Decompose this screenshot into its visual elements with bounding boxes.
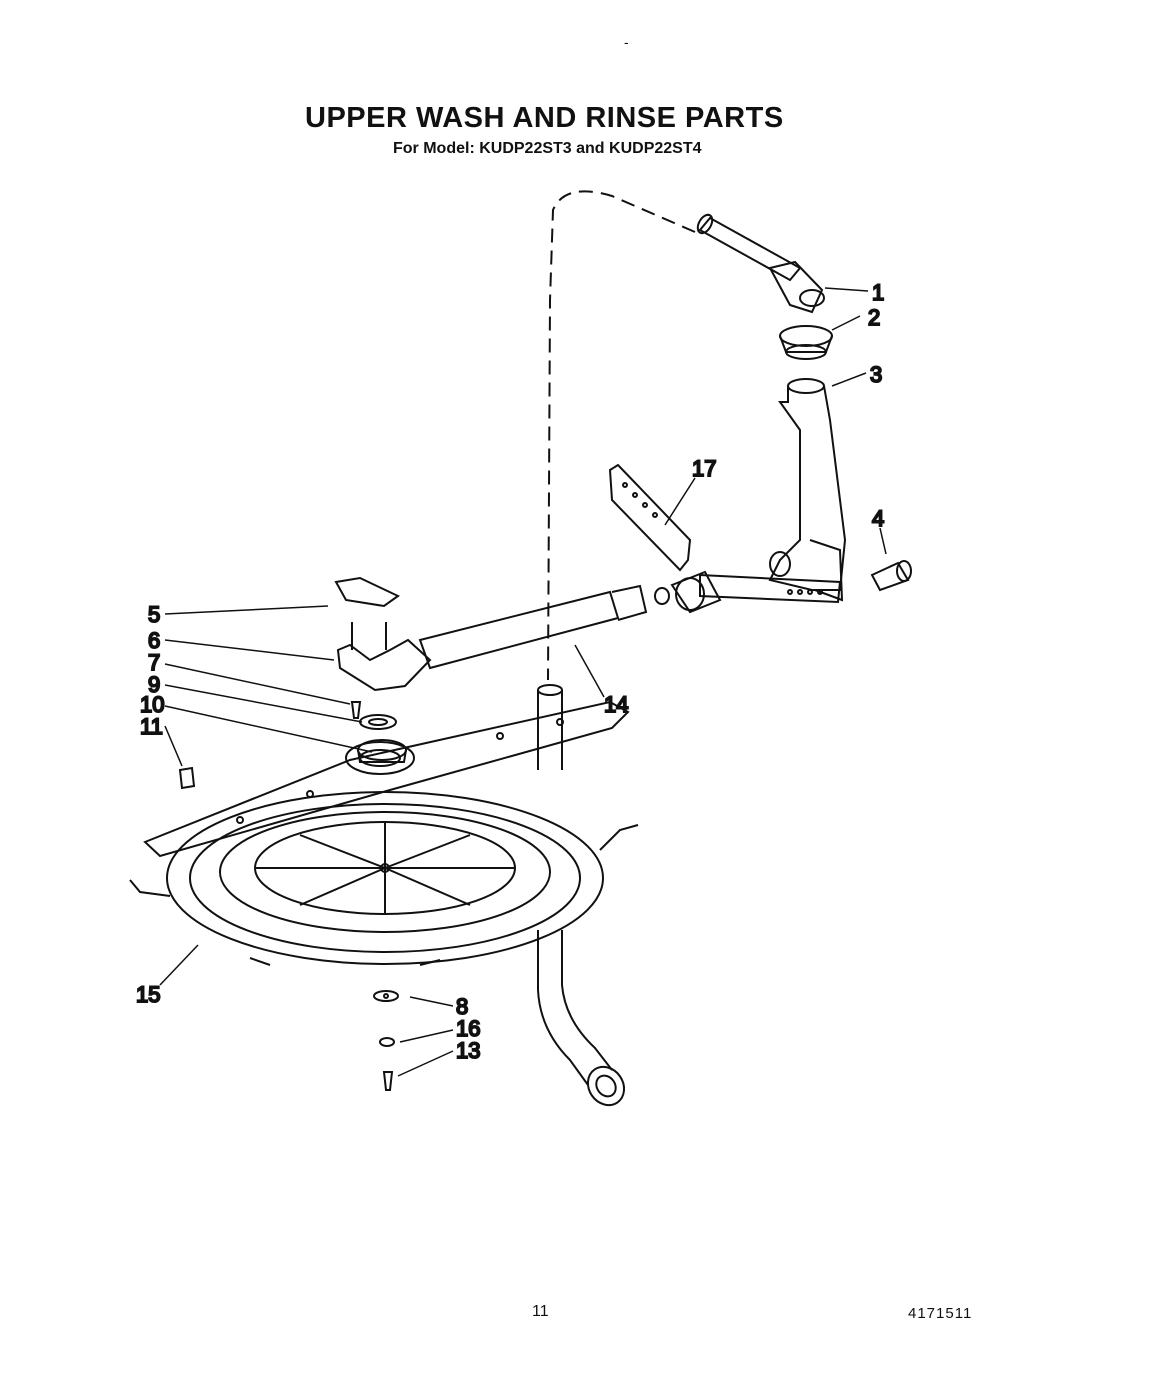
callout-4: 4 bbox=[872, 506, 884, 531]
callout-2: 2 bbox=[868, 305, 880, 330]
callout-8: 8 bbox=[456, 994, 468, 1019]
callout-9: 9 bbox=[148, 672, 160, 697]
callout-6: 6 bbox=[148, 628, 160, 653]
hose-route-dashed-line bbox=[547, 190, 696, 681]
part-13-screw bbox=[382, 1071, 394, 1091]
top-mark: - bbox=[624, 34, 629, 50]
callout-7: 7 bbox=[148, 650, 160, 675]
part-16-washer bbox=[379, 1037, 395, 1047]
part-10-bearing bbox=[357, 739, 407, 763]
callout-leaders bbox=[159, 287, 887, 1077]
part-3-manifold bbox=[768, 378, 847, 602]
callout-15: 15 bbox=[136, 982, 160, 1007]
part-11-clip bbox=[178, 766, 196, 790]
callout-numbers: 1 2 3 4 5 6 7 9 10 11 14 15 8 16 13 17 bbox=[135, 279, 885, 1064]
part-14-spray-tube bbox=[418, 570, 722, 670]
callout-10: 10 bbox=[140, 692, 164, 717]
document-number: 4171511 bbox=[908, 1305, 973, 1322]
callout-11: 11 bbox=[140, 714, 163, 739]
callout-13: 13 bbox=[456, 1038, 480, 1063]
spray-arm bbox=[143, 700, 630, 858]
part-2-gasket bbox=[779, 325, 833, 360]
page-number: 11 bbox=[532, 1303, 549, 1320]
part-4-plug bbox=[870, 560, 912, 592]
callout-16: 16 bbox=[456, 1016, 480, 1041]
callout-3: 3 bbox=[870, 362, 882, 387]
callout-17: 17 bbox=[692, 456, 716, 481]
part-5-cap bbox=[334, 576, 400, 608]
callout-5: 5 bbox=[148, 602, 160, 627]
part-1-hose-elbow bbox=[696, 213, 825, 314]
part-6-housing bbox=[336, 622, 432, 692]
part-15-rack bbox=[129, 791, 639, 966]
part-9-seal bbox=[359, 714, 397, 730]
supply-pipe bbox=[537, 684, 626, 1107]
callout-14: 14 bbox=[604, 692, 628, 717]
part-8-washer bbox=[373, 990, 399, 1002]
page-title: UPPER WASH AND RINSE PARTS bbox=[305, 102, 784, 134]
part-7-screw bbox=[350, 701, 362, 719]
part-17-bracket bbox=[608, 463, 842, 604]
callout-1: 1 bbox=[872, 280, 884, 305]
model-subtitle: For Model: KUDP22ST3 and KUDP22ST4 bbox=[393, 140, 702, 157]
